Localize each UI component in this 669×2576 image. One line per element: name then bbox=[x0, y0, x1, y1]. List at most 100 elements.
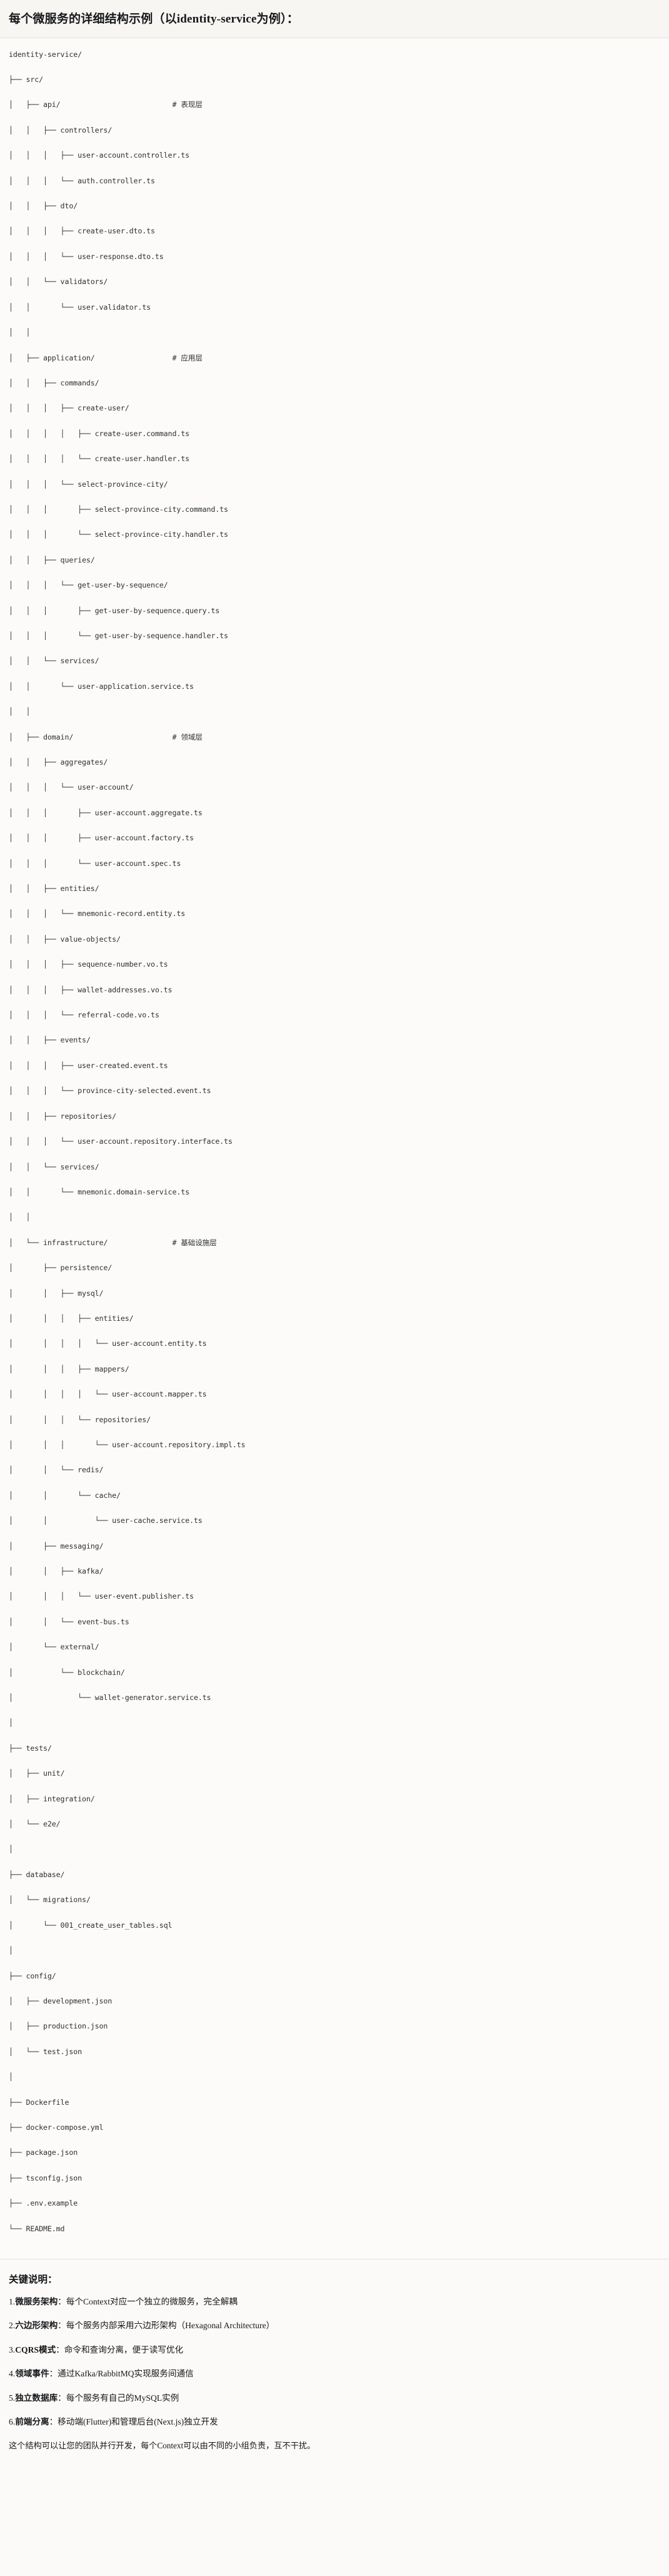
tree-line: │ └── blockchain/ bbox=[9, 1667, 125, 1677]
key-note-item: 1.微服务架构：每个Context对应一个独立的微服务，完全解耦 bbox=[9, 2296, 660, 2308]
key-note-text: ：移动端(Flutter)和管理后台(Next.js)独立开发 bbox=[49, 2416, 218, 2426]
tree-line: │ bbox=[9, 1946, 13, 1955]
key-note-text: ：每个服务有自己的MySQL实例 bbox=[58, 2393, 179, 2403]
tree-line: │ ├── persistence/ bbox=[9, 1263, 113, 1273]
tree-line: │ │ ├── entities/ bbox=[9, 884, 99, 893]
tree-line: ├── tsconfig.json bbox=[9, 2173, 82, 2182]
tree-line: │ │ bbox=[9, 328, 31, 337]
key-note-item: 6.前端分离：移动端(Flutter)和管理后台(Next.js)独立开发 bbox=[9, 2416, 660, 2428]
tree-line: ├── docker-compose.yml bbox=[9, 2122, 104, 2132]
tree-line: ├── database/ bbox=[9, 1870, 65, 1879]
tree-line: │ └── migrations/ bbox=[9, 1895, 91, 1905]
tree-line: │ │ ├── commands/ bbox=[9, 378, 99, 387]
tree-line: │ │ │ ├── user-created.event.ts bbox=[9, 1061, 168, 1070]
key-note-text: ：命令和查询分离，便于读写优化 bbox=[56, 2344, 184, 2355]
tree-line: │ │ │ └── province-city-selected.event.t… bbox=[9, 1086, 211, 1096]
key-note-number: 1. bbox=[9, 2296, 16, 2306]
tree-line: │ │ ├── dto/ bbox=[9, 201, 78, 211]
tree-line: │ │ │ └── select-province-city/ bbox=[9, 479, 168, 489]
tree-line: │ └── test.json bbox=[9, 2047, 82, 2056]
key-note-item: 4.领域事件：通过Kafka/RabbitMQ实现服务间通信 bbox=[9, 2368, 660, 2380]
tree-line: │ │ │ ├── select-province-city.command.t… bbox=[9, 504, 228, 514]
tree-line: │ │ │ │ └── user-account.mapper.ts bbox=[9, 1390, 207, 1399]
tree-line: │ │ └── mnemonic.domain-service.ts bbox=[9, 1187, 189, 1196]
tree-line: │ │ │ ├── sequence-number.vo.ts bbox=[9, 960, 168, 969]
tree-line: │ │ │ └── user-account.repository.impl.t… bbox=[9, 1440, 246, 1449]
key-note-label: 领域事件 bbox=[15, 2369, 49, 2379]
key-note-label: 微服务架构 bbox=[15, 2296, 58, 2306]
key-note-label: 独立数据库 bbox=[15, 2393, 58, 2403]
tree-line: │ │ │ │ └── create-user.handler.ts bbox=[9, 454, 189, 464]
tree-line: │ ├── integration/ bbox=[9, 1794, 95, 1803]
key-note-text: ：每个Context对应一个独立的微服务，完全解耦 bbox=[58, 2296, 238, 2306]
key-notes-list: 1.微服务架构：每个Context对应一个独立的微服务，完全解耦 2.六边形架构：… bbox=[9, 2296, 660, 2428]
tree-line: ├── package.json bbox=[9, 2148, 78, 2157]
tree-line: │ │ │ └── get-user-by-sequence/ bbox=[9, 581, 168, 590]
tree-line: ├── tests/ bbox=[9, 1743, 52, 1753]
tree-line: │ │ ├── controllers/ bbox=[9, 125, 113, 135]
tree-line: │ │ │ ├── wallet-addresses.vo.ts bbox=[9, 985, 173, 994]
tree-line: └── README.md bbox=[9, 2224, 65, 2233]
key-note-number: 3. bbox=[9, 2344, 16, 2355]
page-title: 每个微服务的详细结构示例（以identity-service为例）： bbox=[9, 13, 299, 26]
tree-line: │ │ bbox=[9, 1213, 31, 1222]
tree-line: │ │ │ └── select-province-city.handler.t… bbox=[9, 530, 228, 539]
tree-line: │ ├── api/ # 表现层 bbox=[9, 100, 203, 109]
tree-line: │ │ bbox=[9, 707, 31, 716]
tree-line: │ ├── production.json bbox=[9, 2022, 108, 2031]
tree-line: │ │ └── validators/ bbox=[9, 277, 108, 287]
tree-line: │ │ └── services/ bbox=[9, 656, 99, 666]
key-note-text: ：通过Kafka/RabbitMQ实现服务间通信 bbox=[49, 2369, 194, 2379]
tree-line: │ │ │ ├── get-user-by-sequence.query.ts bbox=[9, 606, 220, 615]
tree-line: │ │ └── user-application.service.ts bbox=[9, 681, 194, 691]
tree-line: │ │ │ │ └── user-account.entity.ts bbox=[9, 1339, 207, 1348]
tree-line: │ │ │ └── user-account/ bbox=[9, 783, 134, 792]
tree-line: │ │ ├── events/ bbox=[9, 1036, 91, 1045]
tree-line: │ │ │ ├── user-account.factory.ts bbox=[9, 833, 194, 843]
tree-line: │ │ └── services/ bbox=[9, 1162, 99, 1171]
tree-line: │ │ │ ├── create-user.dto.ts bbox=[9, 227, 155, 236]
tree-line: │ │ │ ├── user-account.controller.ts bbox=[9, 151, 189, 160]
tree-line: │ └── wallet-generator.service.ts bbox=[9, 1693, 211, 1703]
tree-line: ├── src/ bbox=[9, 75, 44, 84]
tree-line: │ │ ├── mysql/ bbox=[9, 1288, 104, 1298]
key-note-item: 2.六边形架构：每个服务内部采用六边形架构（Hexagonal Architec… bbox=[9, 2319, 660, 2332]
tree-line: │ │ ├── repositories/ bbox=[9, 1111, 117, 1121]
directory-tree-block: identity-service/ ├── src/ │ ├── api/ # … bbox=[0, 38, 669, 2259]
tree-line: │ bbox=[9, 1718, 13, 1728]
tree-line: │ │ └── user.validator.ts bbox=[9, 302, 151, 312]
key-notes-footer: 这个结构可以让您的团队并行开发，每个Context可以由不同的小组负责，互不干扰… bbox=[9, 2441, 316, 2451]
key-note-text: ：每个服务内部采用六边形架构（Hexagonal Architecture） bbox=[58, 2321, 275, 2331]
key-note-label: CQRS模式 bbox=[15, 2344, 56, 2355]
tree-line: │ │ └── redis/ bbox=[9, 1465, 104, 1475]
key-note-label: 前端分离 bbox=[15, 2416, 49, 2426]
tree-line: │ │ │ └── user-response.dto.ts bbox=[9, 252, 164, 261]
key-note-number: 5. bbox=[9, 2393, 16, 2403]
tree-line: │ └── 001_create_user_tables.sql bbox=[9, 1920, 173, 1930]
tree-line: │ │ ├── value-objects/ bbox=[9, 934, 121, 944]
tree-line: │ │ │ └── auth.controller.ts bbox=[9, 176, 155, 185]
tree-line: │ │ ├── queries/ bbox=[9, 555, 95, 564]
tree-line: │ │ │ └── mnemonic-record.entity.ts bbox=[9, 909, 186, 919]
tree-line: │ │ │ └── get-user-by-sequence.handler.t… bbox=[9, 631, 228, 640]
tree-line: │ │ │ └── user-account.spec.ts bbox=[9, 858, 181, 868]
tree-line: │ ├── application/ # 应用层 bbox=[9, 353, 203, 362]
tree-line: identity-service/ bbox=[9, 49, 82, 59]
tree-line: │ │ │ └── referral-code.vo.ts bbox=[9, 1011, 159, 1020]
tree-line: │ │ │ └── user-account.repository.interf… bbox=[9, 1137, 233, 1146]
tree-line: ├── Dockerfile bbox=[9, 2097, 69, 2107]
tree-line: │ ├── messaging/ bbox=[9, 1541, 104, 1550]
tree-line: │ │ │ ├── create-user/ bbox=[9, 404, 129, 413]
tree-line: ├── .env.example bbox=[9, 2199, 78, 2208]
tree-line: │ │ └── event-bus.ts bbox=[9, 1617, 129, 1626]
document-header: 每个微服务的详细结构示例（以identity-service为例）： bbox=[0, 0, 669, 38]
tree-line: │ ├── development.json bbox=[9, 1996, 113, 2005]
tree-line: │ └── external/ bbox=[9, 1642, 99, 1652]
tree-line: │ │ │ ├── user-account.aggregate.ts bbox=[9, 808, 203, 817]
tree-line: │ │ │ └── user-event.publisher.ts bbox=[9, 1592, 194, 1601]
tree-line: │ │ ├── kafka/ bbox=[9, 1567, 104, 1576]
tree-line: │ │ ├── aggregates/ bbox=[9, 758, 108, 767]
tree-line: │ │ │ ├── mappers/ bbox=[9, 1364, 129, 1373]
directory-tree: identity-service/ ├── src/ │ ├── api/ # … bbox=[9, 48, 660, 2248]
